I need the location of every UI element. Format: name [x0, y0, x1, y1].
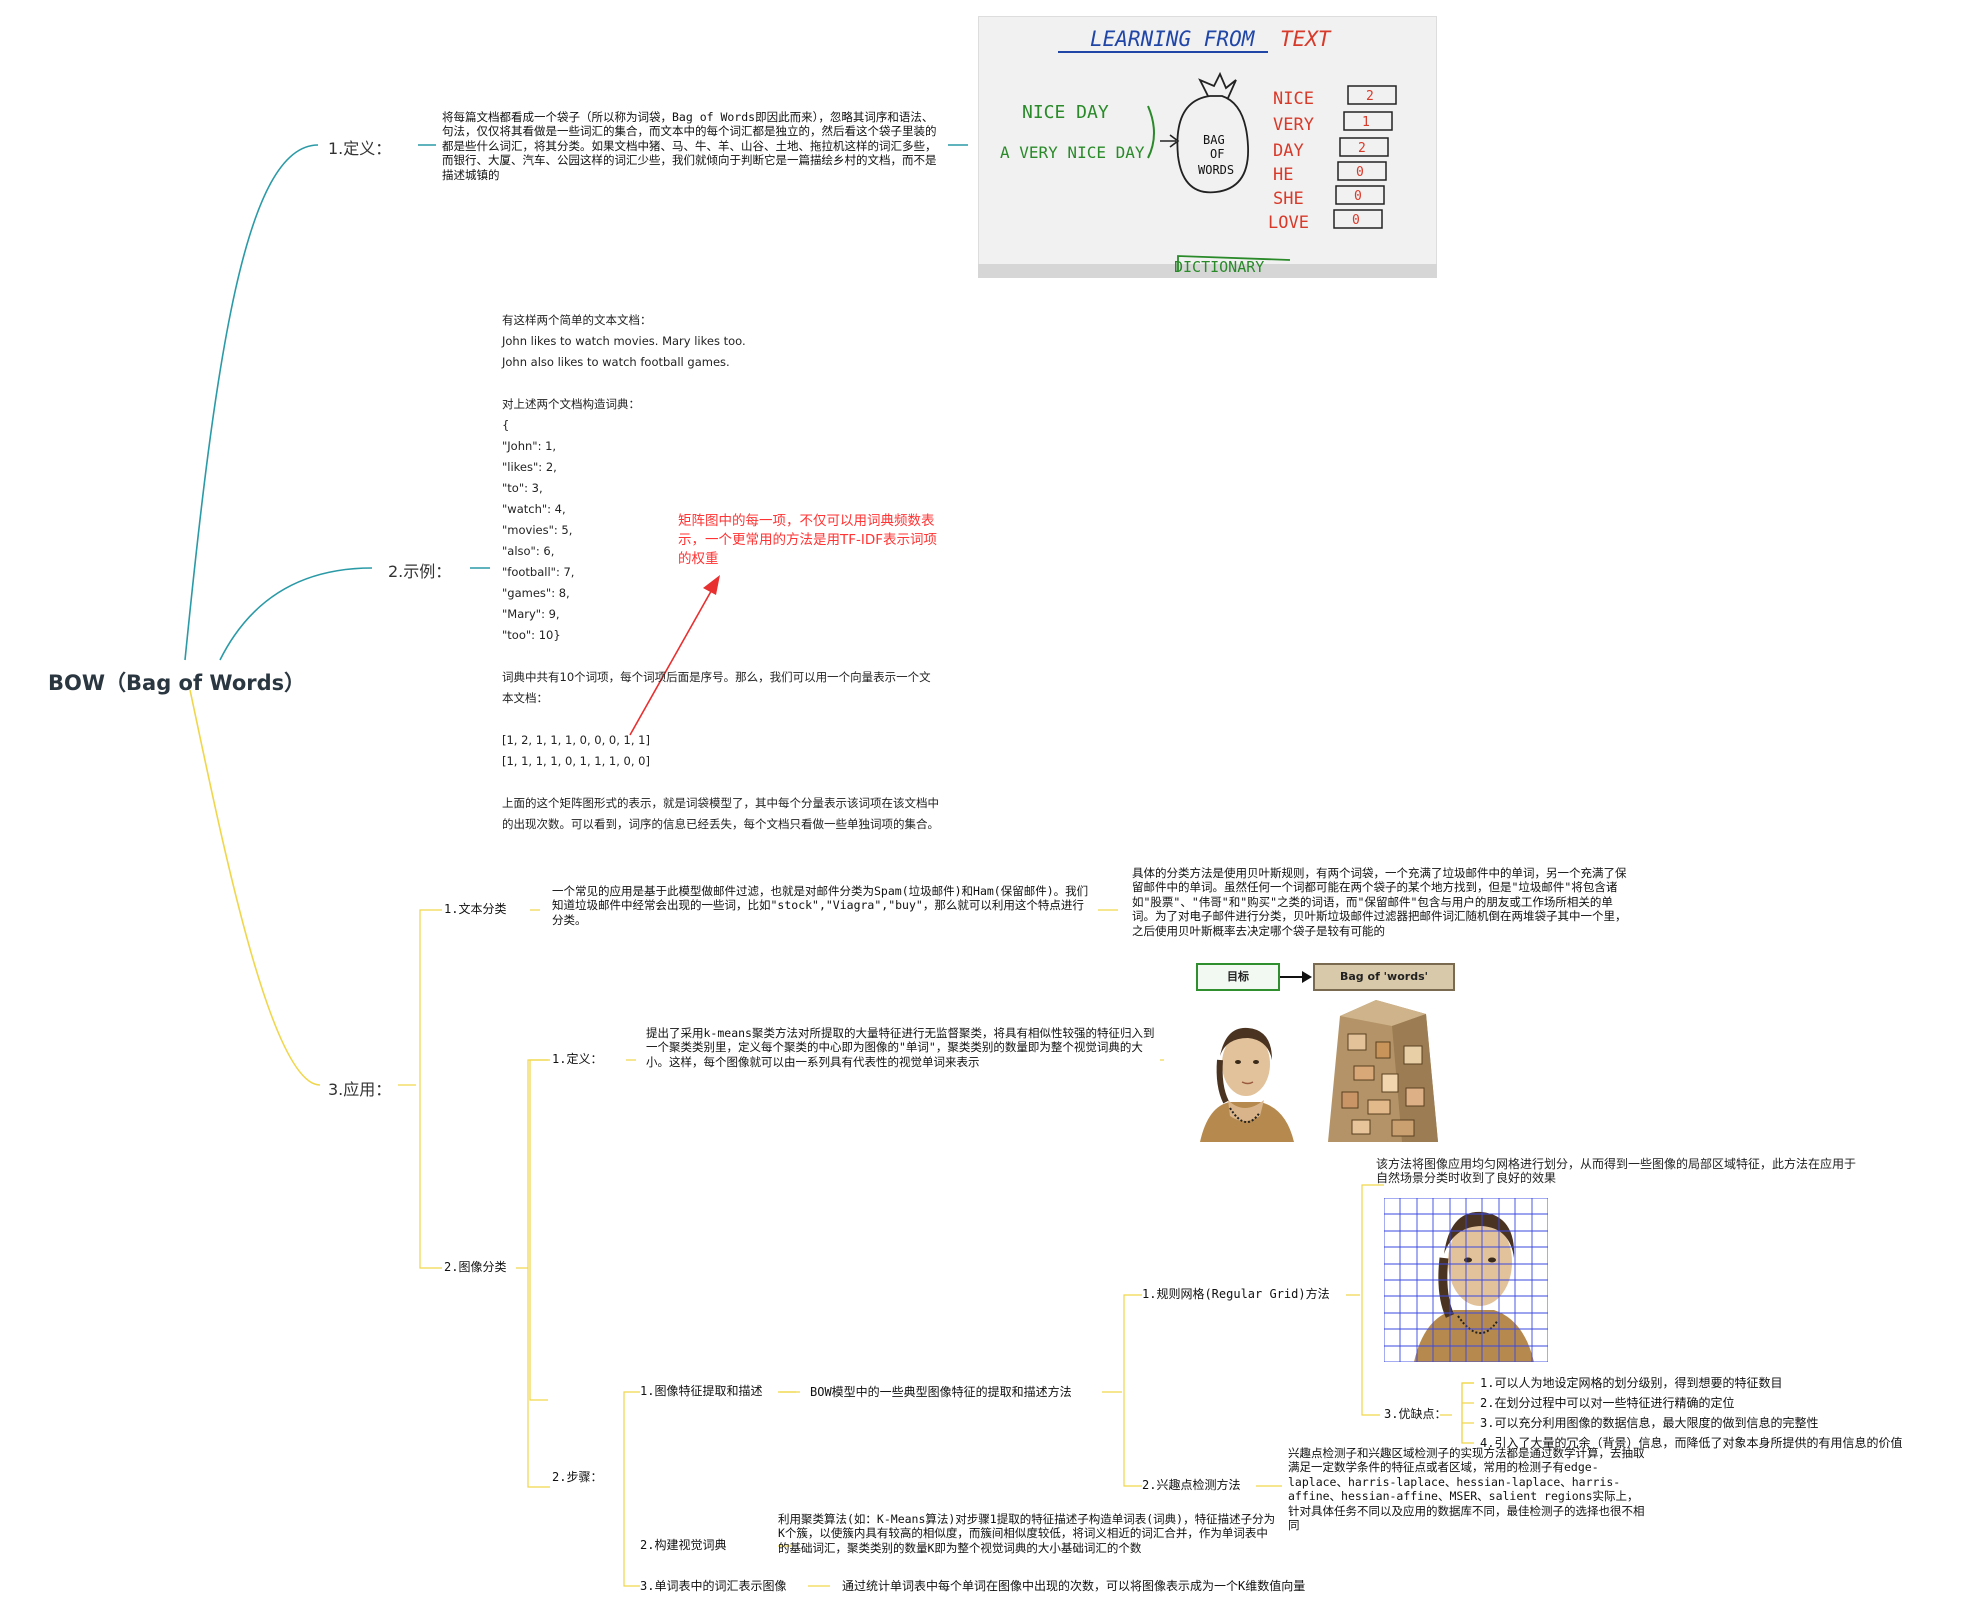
image-classification-label[interactable]: 2.图像分类 [444, 1260, 507, 1274]
step2-desc: 利用聚类算法(如：K-Means算法)对步骤1提取的特征描述子构造单词表(词典)… [778, 1512, 1276, 1555]
definition-text: 将每篇文档都看成一个袋子（所以称为词袋，Bag of Words即因此而来），忽… [442, 110, 937, 182]
pros-cons-label[interactable]: 3.优缺点： [1384, 1407, 1447, 1421]
example-line: "likes": 2, [502, 460, 557, 474]
paper-bag-image [1322, 996, 1446, 1144]
link-root-example [219, 567, 373, 661]
link-root-def [184, 144, 319, 661]
example-line: "too": 10} [502, 628, 561, 642]
example-line: 上面的这个矩阵图形式的表示，就是词袋模型了，其中每个分量表示该词项在该文档中 [502, 796, 939, 810]
bag-word-3: WORDS [1198, 163, 1234, 177]
whiteboard-title-right: TEXT [1280, 27, 1332, 51]
example-line [502, 373, 982, 394]
example-line: 本文档： [502, 691, 548, 705]
portrait-image [1190, 1016, 1296, 1142]
regular-grid-label[interactable]: 1.规则网格(Regular Grid)方法 [1142, 1287, 1330, 1301]
root-topic[interactable]: BOW（Bag of Words） [48, 671, 306, 695]
dict-count-6: 0 [1352, 213, 1360, 228]
step2-label[interactable]: 2.构建视觉词典 [640, 1538, 727, 1552]
whiteboard-caption: DICTIONARY [1174, 258, 1264, 276]
bag-word-2: OF [1210, 147, 1224, 161]
branch-definition-label[interactable]: 1.定义： [328, 139, 392, 158]
example-line: [1, 1, 1, 1, 0, 1, 1, 1, 0, 0] [502, 754, 650, 768]
whiteboard-title-left: LEARNING FROM [1090, 27, 1256, 51]
example-line: "also": 6, [502, 544, 555, 558]
example-line: 对上述两个文档构造词典： [502, 397, 640, 411]
example-line: "watch": 4, [502, 502, 566, 516]
example-line: "football": 7, [502, 565, 575, 579]
image-def-label[interactable]: 1.定义： [552, 1052, 603, 1066]
example-line: John likes to watch movies. Mary likes t… [502, 334, 746, 348]
branch-example-label[interactable]: 2.示例： [388, 562, 452, 581]
dict-count-3: 2 [1358, 141, 1366, 156]
bag-sketch [1176, 95, 1249, 194]
example-line: 词典中共有10个词项，每个词项后面是序号。那么，我们可以用一个向量表示一个文 [502, 670, 931, 684]
branch-application-label[interactable]: 3.应用： [328, 1080, 392, 1099]
example-line: "Mary": 9, [502, 607, 560, 621]
tfidf-note: 矩阵图中的每一项，不仅可以用词典频数表示，一个更常用的方法是用TF-IDF表示词… [678, 513, 938, 567]
target-box: 目标 [1196, 963, 1280, 991]
dict-word-4: HE [1273, 165, 1293, 185]
dict-count-1: 2 [1366, 89, 1374, 104]
dict-word-5: SHE [1273, 189, 1304, 209]
pros-item: 4.引入了大量的冗余（背景）信息，而降低了对象本身所提供的有用信息的价值 [1480, 1436, 1903, 1450]
example-text: 有这样两个简单的文本文档： John likes to watch movies… [502, 310, 982, 835]
example-line: "games": 8, [502, 586, 570, 600]
pros-item: 2.在划分过程中可以对一些特征进行精确的定位 [1480, 1396, 1735, 1410]
note-arrowhead [703, 575, 720, 595]
example-line: John also likes to watch football games. [502, 355, 730, 369]
dict-count-4: 0 [1356, 165, 1364, 180]
pros-item: 3.可以充分利用图像的数据信息，最大限度的做到信息的完整性 [1480, 1416, 1819, 1430]
step1-label[interactable]: 1.图像特征提取和描述 [640, 1384, 763, 1398]
interest-point-label[interactable]: 2.兴趣点检测方法 [1142, 1478, 1241, 1492]
dict-word-2: VERY [1273, 115, 1314, 135]
dict-count-5: 0 [1354, 189, 1362, 204]
example-line [502, 709, 982, 730]
example-line: [1, 2, 1, 1, 1, 0, 0, 0, 1, 1] [502, 733, 650, 747]
grid-portrait-image [1383, 1197, 1549, 1363]
regular-grid-desc: 该方法将图像应用均匀网格进行划分，从而得到一些图像的局部区域特征，此方法在应用于… [1376, 1157, 1857, 1185]
arrow-icon [1280, 971, 1312, 983]
step3-desc: 通过统计单词表中每个单词在图像中出现的次数，可以将图像表示成为一个K维数值向量 [842, 1579, 1306, 1593]
example-line: 有这样两个简单的文本文档： [502, 313, 652, 327]
image-def-text: 提出了采用k-means聚类方法对所提取的大量特征进行无监督聚类，将具有相似性较… [646, 1026, 1155, 1069]
link-root-app [189, 689, 321, 1086]
learning-from-text-whiteboard: LEARNING FROM TEXT NICE DAY A VERY NICE … [978, 16, 1437, 278]
steps-label[interactable]: 2.步骤： [552, 1470, 603, 1484]
bag-word-1: BAG [1203, 133, 1225, 147]
example-line: 的出现次数。可以看到，词序的信息已经丢失，每个文档只看做一些单独词项的集合。 [502, 817, 939, 831]
interest-point-desc: 兴趣点检测子和兴趣区域检测子的实现方法都是通过数学计算，去抽取满足一定数学条件的… [1288, 1446, 1645, 1533]
text-classification-desc: 一个常见的应用是基于此模型做邮件过滤，也就是对邮件分类为Spam(垃圾邮件)和H… [552, 884, 1089, 927]
whiteboard-phrase2: A VERY NICE DAY [1000, 143, 1145, 162]
step1-desc: BOW模型中的一些典型图像特征的提取和描述方法 [810, 1385, 1072, 1399]
step3-label[interactable]: 3.单词表中的词汇表示图像 [640, 1579, 787, 1593]
example-line [502, 772, 982, 793]
dict-word-6: LOVE [1268, 213, 1309, 233]
dict-count-2: 1 [1362, 115, 1370, 130]
example-line: "to": 3, [502, 481, 543, 495]
pros-item: 1.可以人为地设定网格的划分级别，得到想要的特征数目 [1480, 1376, 1783, 1390]
example-line: "movies": 5, [502, 523, 573, 537]
text-classification-detail: 具体的分类方法是使用贝叶斯规则，有两个词袋，一个充满了垃圾邮件中的单词，另一个充… [1132, 866, 1627, 938]
dict-word-1: NICE [1273, 89, 1314, 109]
bag-of-words-box: Bag of 'words' [1313, 963, 1455, 991]
example-line: { [502, 418, 510, 432]
note-arrow [629, 585, 715, 736]
whiteboard-phrase1: NICE DAY [1022, 102, 1109, 123]
example-line [502, 646, 982, 667]
dict-word-3: DAY [1273, 141, 1304, 161]
text-classification-label[interactable]: 1.文本分类 [444, 902, 507, 916]
example-line: "John": 1, [502, 439, 557, 453]
